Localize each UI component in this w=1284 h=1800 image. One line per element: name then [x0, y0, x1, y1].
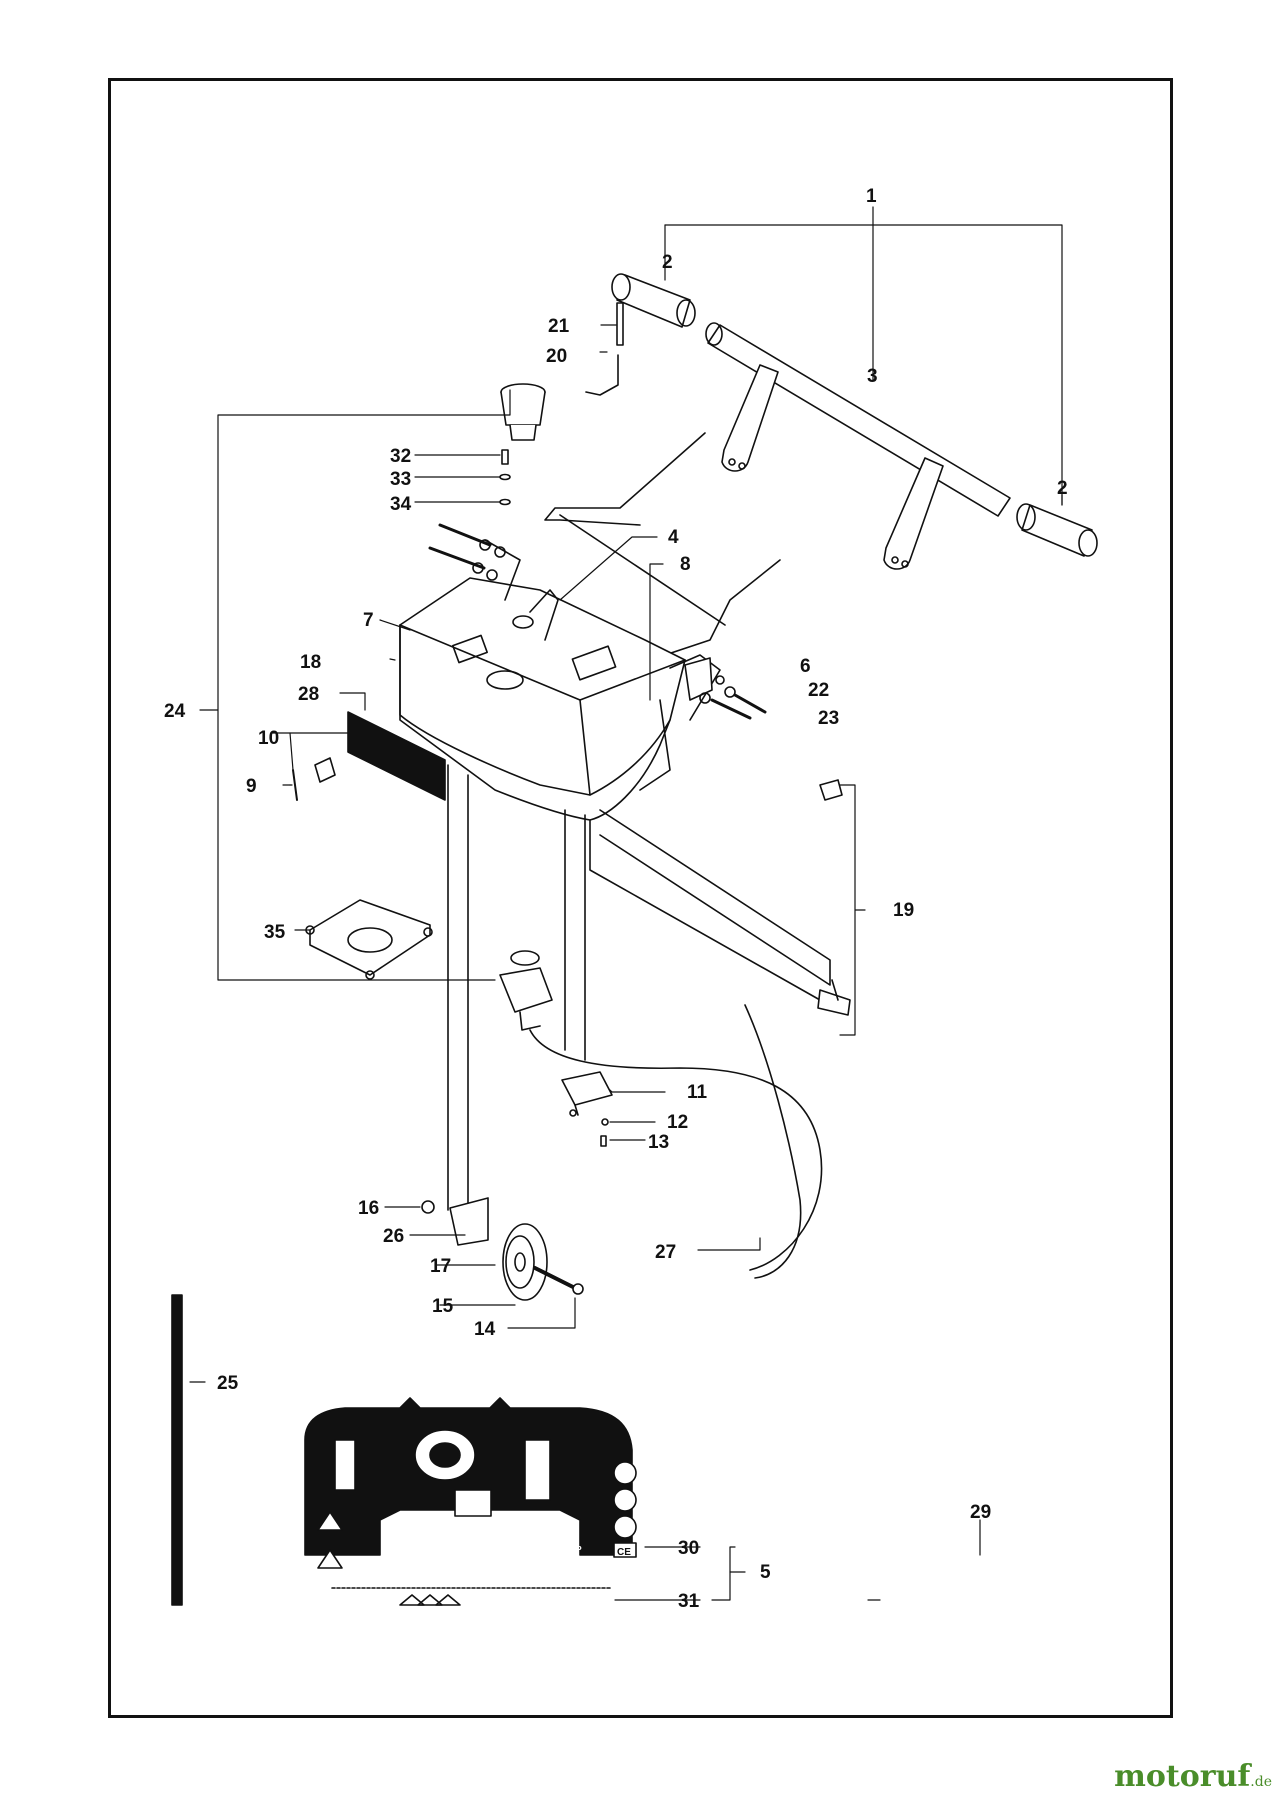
leader-lines: [189, 206, 1063, 1601]
callout-20: 20: [546, 346, 567, 367]
watermark-tld: .de: [1250, 1774, 1272, 1790]
callout-6: 6: [800, 656, 811, 677]
screw-washer-stack: [499, 449, 511, 506]
callout-21: 21: [548, 316, 570, 337]
callout-15: 15: [432, 1296, 454, 1317]
callout-23: 23: [818, 708, 839, 729]
base-plate: [305, 899, 433, 980]
cable-harness: [529, 1004, 823, 1279]
frame-pole-right: [589, 809, 831, 1001]
lock-lever-part: [585, 354, 619, 396]
bolts-left: [428, 523, 506, 581]
scale-decal: [171, 1294, 183, 1606]
housing-mount-right: [684, 657, 713, 701]
frame-pole-left: [447, 764, 469, 1211]
callout-1: 1: [866, 186, 877, 207]
callout-3: 3: [867, 366, 878, 387]
watermark-brand: motoruf: [1114, 1759, 1251, 1794]
control-knob: [500, 383, 546, 441]
callout-27: 27: [655, 1242, 676, 1263]
callout-17: 17: [430, 1256, 451, 1277]
callout-28: 28: [298, 684, 319, 705]
callout-5: 5: [760, 1562, 771, 1583]
callout-11: 11: [687, 1082, 708, 1103]
callout-30: 30: [678, 1538, 699, 1559]
axle-bolt: [533, 1266, 584, 1295]
callout-12: 12: [667, 1112, 688, 1133]
callout-22: 22: [808, 680, 829, 701]
decal-stripe: [347, 711, 446, 801]
callout-33: 33: [390, 469, 411, 490]
callout-13: 13: [648, 1132, 669, 1153]
nut-part: [421, 1200, 435, 1214]
switch-assembly: [499, 950, 553, 1031]
fastener-part: [314, 757, 336, 783]
wheel-bracket: [449, 1197, 489, 1246]
watermark-logo: motoruf.de: [1114, 1759, 1272, 1794]
bolts-right: [699, 675, 767, 720]
pin-part: [616, 302, 624, 346]
callout-7: 7: [363, 610, 374, 631]
handlebar-tube: [705, 322, 1011, 517]
cable-stop-bracket: [817, 979, 851, 1016]
callout-32: 32: [390, 446, 411, 467]
cable-rod-4: [559, 514, 726, 626]
callout-14: 14: [474, 1319, 496, 1340]
callout-2: 2: [662, 252, 673, 273]
callout-29: 29: [970, 1502, 991, 1523]
wheel: [502, 1223, 548, 1301]
cable-clip-top: [819, 779, 843, 801]
screws-12-13: [600, 1118, 609, 1147]
callout-10: 10: [258, 728, 279, 749]
clip-part: [292, 769, 298, 801]
callout-31: 31: [678, 1591, 700, 1612]
callout-24: 24: [164, 701, 186, 722]
frame-pole-center: [564, 809, 586, 1061]
callout-18: 18: [300, 652, 321, 673]
handle-bracket-right: [883, 457, 944, 570]
callout-19: 19: [893, 900, 914, 921]
control-panel-decal: [304, 1397, 637, 1569]
warning-strip-decal: [331, 1587, 611, 1606]
callout-labels: 1 2 2 3 4 5 6 7 8 9 10 11 12 13 14 15 16…: [164, 186, 1068, 1612]
callout-9: 9: [246, 776, 257, 797]
handle-grip-left: [611, 273, 696, 328]
callout-4: 4: [668, 527, 679, 548]
callout-2: 2: [1057, 478, 1068, 499]
callout-35: 35: [264, 922, 286, 943]
handle-bracket-left: [721, 364, 779, 472]
handle-grip-right: [1016, 503, 1098, 557]
callout-8: 8: [680, 554, 691, 575]
decal-ce-text: CE: [617, 1547, 631, 1558]
callout-34: 34: [390, 494, 412, 515]
callout-26: 26: [383, 1226, 404, 1247]
callout-16: 16: [358, 1198, 379, 1219]
relay-box: [561, 1071, 613, 1117]
callout-25: 25: [217, 1373, 239, 1394]
decal-stop-text: STOP: [560, 1545, 582, 1554]
diagram-frame: [108, 78, 1173, 1718]
